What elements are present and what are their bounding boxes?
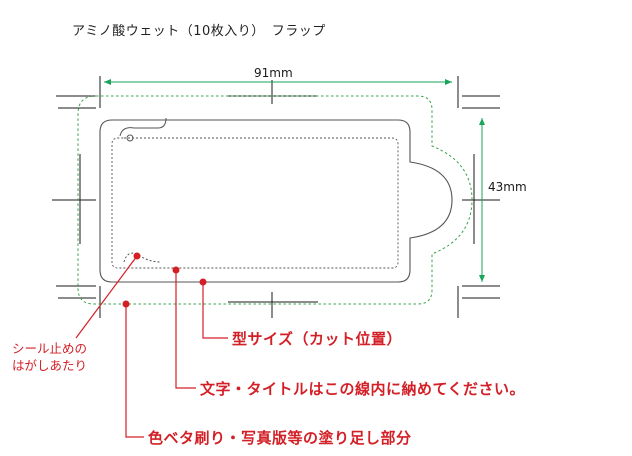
die-cut-label: 型サイズ（カット位置） <box>232 330 403 348</box>
center-mark-bottom <box>228 292 318 318</box>
seal-area-label-line2: はがしあたり <box>12 358 88 373</box>
bleed-area-label: 色ベタ刷り・写真版等の塗り足し部分 <box>148 429 412 447</box>
height-arrow-top <box>479 118 485 125</box>
text-area-label: 文字・タイトルはこの線内に納めてください。 <box>200 380 526 398</box>
text-safe-outline <box>111 137 399 269</box>
center-mark-left <box>52 154 96 244</box>
crop-mark-bottom-left <box>56 285 101 318</box>
die-cut-outline <box>99 119 453 283</box>
width-arrow-left <box>104 79 111 85</box>
dot-text-area <box>172 266 180 274</box>
seal-area-label-line1: シール止めの <box>12 341 88 356</box>
leader-die-cut <box>202 282 228 339</box>
bleed-outline <box>77 95 473 305</box>
crop-mark-top-left <box>56 76 101 109</box>
page-title: アミノ酸ウェット（10枚入り） フラップ <box>72 24 326 39</box>
dot-bleed <box>122 300 130 308</box>
seal-area-label: シール止めの はがしあたり <box>12 340 87 374</box>
dimension-lines <box>104 79 485 282</box>
leader-text-area <box>175 270 196 389</box>
center-mark-top <box>228 80 318 104</box>
height-arrow-bottom <box>479 275 485 282</box>
crop-mark-top-right <box>457 76 500 109</box>
leader-bleed <box>125 304 144 438</box>
dot-seal <box>133 252 141 260</box>
center-mark-right <box>462 154 500 244</box>
crop-mark-bottom-right <box>457 285 500 318</box>
width-arrow-right <box>445 79 452 85</box>
seal-notch-bottom <box>123 252 161 263</box>
callouts <box>75 255 228 438</box>
height-dimension-label: 43mm <box>488 180 527 194</box>
dot-die-cut <box>199 278 207 286</box>
leader-seal <box>75 255 138 339</box>
width-dimension-label: 91mm <box>254 66 293 80</box>
seal-tab-top <box>119 117 167 137</box>
